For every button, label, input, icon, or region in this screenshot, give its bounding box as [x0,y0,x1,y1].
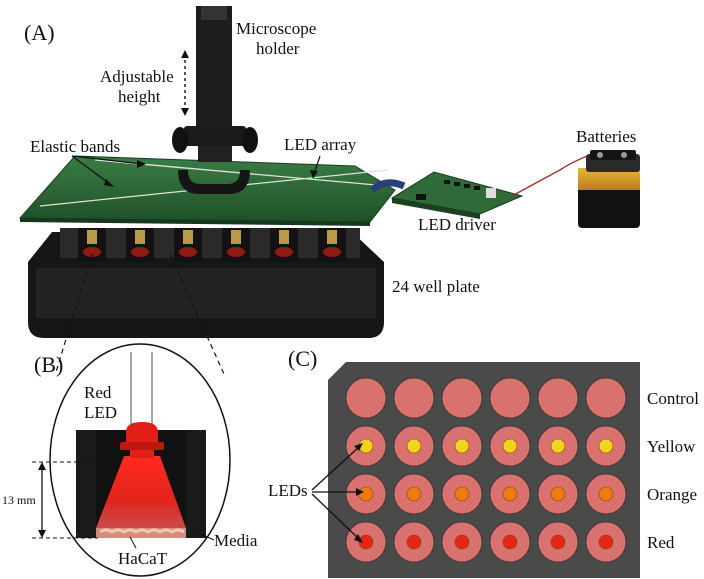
well-grid [345,377,627,563]
well [489,377,531,419]
plate-well-led-body [183,230,193,244]
elastic-pointer-1 [71,155,111,185]
height-arrowhead-bottom [38,530,46,538]
battery-pack [578,150,640,228]
elastic-arrowhead-2 [137,160,146,168]
well [441,377,483,419]
cell-layer [99,528,185,534]
row-label: Red [647,533,675,552]
well-led [454,438,470,454]
led-pointers [311,443,364,543]
led-driver-board [390,171,524,219]
ribbon-cable [369,179,406,193]
adjustable-label-line2: height [118,87,161,106]
well-led [502,438,518,454]
well-plate [28,228,384,338]
well [585,377,627,419]
panel-b: (B) Red LED 13 mm HaCaT Medi [2,253,258,577]
panel-b-label: (B) [34,352,63,377]
battery-wire [511,151,599,197]
led-array-label: LED array [284,135,357,154]
well [345,377,387,419]
microscope-label-line2: holder [256,39,300,58]
microscope-label-line1: Microscope [236,19,316,38]
plate-well-led-body [135,230,145,244]
red-led-label-line1: Red [84,383,112,402]
well-cross-section [76,430,206,538]
media-label: Media [214,531,258,550]
well-led [550,534,566,550]
well-led [454,486,470,502]
height-label: 13 mm [2,493,36,507]
well-led [406,486,422,502]
plate-well-led-body [279,230,289,244]
well-led [454,534,470,550]
well-led [598,486,614,502]
plate-well-led-body [231,230,241,244]
panel-a-label: (A) [24,20,55,45]
light-beam [96,456,186,528]
well-led [358,534,374,550]
plate-well-led-body [87,230,97,244]
red-led-label-line2: LED [84,403,117,422]
well-tops [78,228,346,262]
row-label: Yellow [647,437,696,456]
well-led [358,486,374,502]
plate-well-led [131,247,149,257]
well-led [406,438,422,454]
led-array-arrowhead [310,170,318,179]
red-led [120,352,164,458]
plate-well-led [179,247,197,257]
well-led [406,534,422,550]
led-driver-label: LED driver [418,215,496,234]
zoom-line-left [55,253,93,373]
elastic-arrowhead-1 [104,179,114,187]
batteries-label: Batteries [576,127,636,146]
well-plate-label: 24 well plate [392,277,480,296]
plate-well-led [227,247,245,257]
row-label: Orange [647,485,697,504]
microscope-holder [172,6,258,194]
media-pointer [195,531,215,541]
well-led [502,534,518,550]
well [537,377,579,419]
plate-well-led [83,247,101,257]
elastic-bands-label: Elastic bands [30,137,120,156]
panel-c-label: (C) [288,346,317,371]
well-led [550,438,566,454]
height-arrowhead-top [38,462,46,470]
well-led [502,486,518,502]
well-led [598,438,614,454]
row-label: Control [647,389,699,408]
hacat-pointer [129,536,137,549]
panel-a: (A) [18,6,640,338]
leds-label: LEDs [268,481,308,500]
well [393,377,435,419]
adjustable-height-arrow [181,50,189,116]
hacat-label: HaCaT [118,549,168,568]
well-led [550,486,566,502]
well-led [598,534,614,550]
adjustable-label-line1: Adjustable [100,67,174,86]
elastic-pointer-2 [71,155,143,165]
plate-well-led [275,247,293,257]
plate-well-led [323,247,341,257]
plate-well-led-body [327,230,337,244]
zoom-line-right [169,253,225,375]
